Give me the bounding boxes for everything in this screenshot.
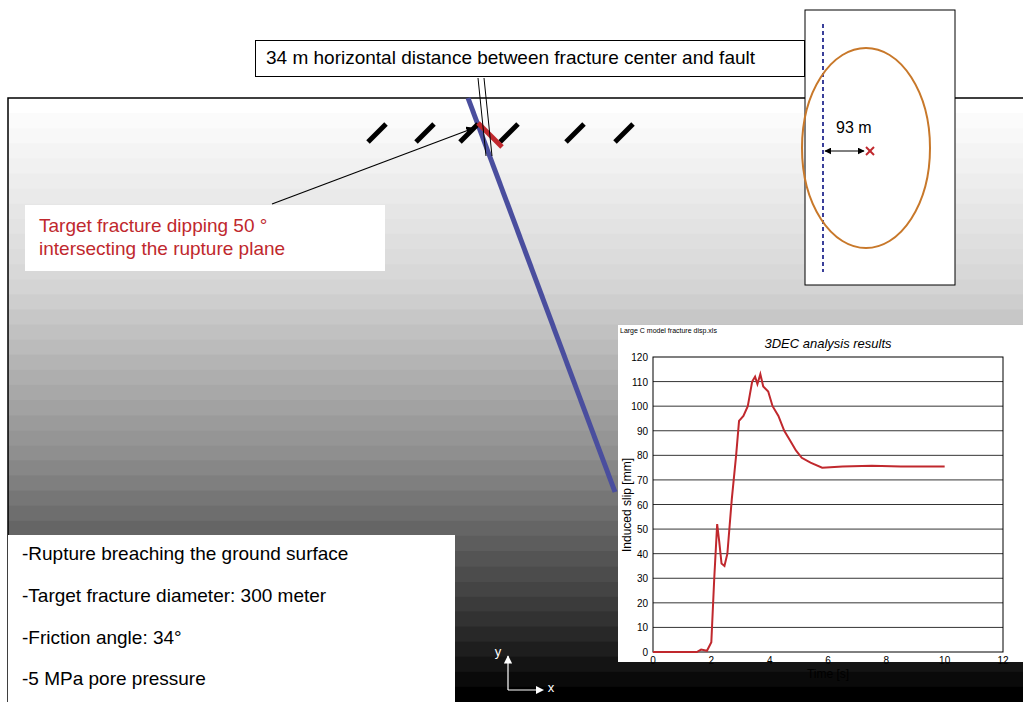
ground-band [8, 309, 1023, 325]
leader-arrow [272, 128, 474, 204]
dimension-line [484, 78, 492, 156]
axis-name: y [495, 645, 502, 659]
axis-name: x [548, 681, 555, 695]
parameter-box: -Rupture breaching the ground surface -Ta… [8, 535, 455, 702]
tick-label: 0 [642, 647, 648, 658]
tick-label: 90 [637, 425, 648, 436]
node-text: Target fracture dipping 50 ° intersectin… [39, 215, 339, 261]
axis-title: Induced slip [mm] [621, 458, 634, 552]
grid-line [653, 553, 1003, 554]
fracture-center [866, 147, 874, 155]
tick-label: 120 [631, 352, 648, 363]
tick-label: 30 [637, 573, 648, 584]
grid-line [653, 578, 1003, 579]
file-name: Large C model fracture disp.xls [620, 327, 717, 335]
callout-box: Target fracture dipping 50 ° intersectin… [25, 205, 385, 271]
axis-title: Time [s] [807, 668, 849, 681]
tick-label: 2 [709, 655, 715, 666]
fracture-set [368, 124, 633, 142]
grid-line [653, 455, 1003, 456]
tick-label: 20 [637, 597, 648, 608]
plot-area [653, 357, 1003, 652]
node-text: -Rupture breaching the ground surface [22, 543, 441, 566]
grid-line [653, 381, 1003, 382]
grid-line [653, 602, 1003, 603]
tick-label: 6 [825, 655, 831, 666]
grid-line [653, 627, 1003, 628]
axis-arrow [507, 656, 508, 690]
grid-line [653, 430, 1003, 431]
grid-line [653, 406, 1003, 407]
tick-label: 10 [939, 655, 950, 666]
chart-title: 3DEC analysis results [764, 337, 891, 351]
ground-band [8, 294, 1023, 310]
node-text: -5 MPa pore pressure [22, 668, 441, 691]
tick-label: 100 [631, 401, 648, 412]
node-text: 93 m [836, 118, 874, 137]
fracture-outline [802, 48, 930, 248]
inset-label: 93 m [834, 118, 876, 137]
grid-line [653, 504, 1003, 505]
node-text: 34 m horizontal distance between fractur… [266, 47, 794, 70]
tick-label: 0 [650, 655, 656, 666]
node-text: -Target fracture diameter: 300 meter [22, 585, 441, 608]
tick-label: 12 [997, 655, 1008, 666]
tick-label: 8 [884, 655, 890, 666]
chart-panel [618, 325, 1023, 662]
tick-label: 110 [632, 376, 648, 387]
tick-label: 70 [637, 474, 648, 485]
dimension-note: 34 m horizontal distance between fractur… [255, 40, 805, 77]
tick-label: 60 [637, 499, 648, 510]
fault-trace [822, 24, 824, 272]
tick-label: 50 [637, 524, 648, 535]
grid-line [653, 529, 1003, 530]
distance-arrow [825, 151, 864, 152]
grid-line [653, 479, 1003, 480]
tick-label: 4 [767, 655, 773, 666]
fault-plane [468, 98, 615, 492]
tick-label: 40 [637, 548, 648, 559]
tick-label: 10 [637, 622, 648, 633]
tick-label: 80 [637, 450, 648, 461]
node-text: -Friction angle: 34° [22, 627, 441, 650]
slip-curve [653, 374, 945, 652]
